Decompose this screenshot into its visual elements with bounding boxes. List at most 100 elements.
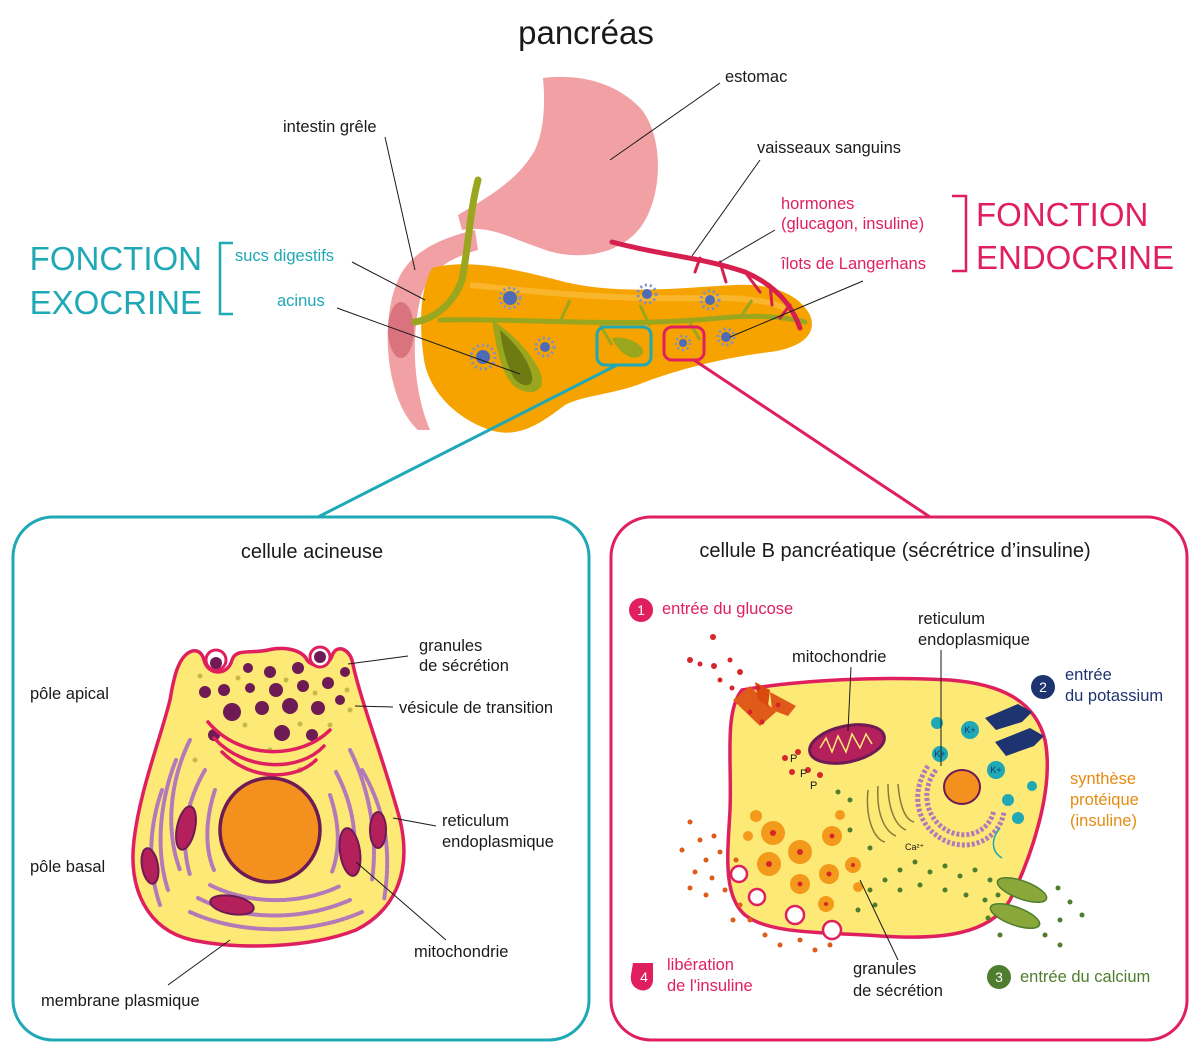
- endocrine-heading-line1: FONCTION: [976, 196, 1148, 233]
- label-beta-granules-2: de sécrétion: [853, 982, 943, 1000]
- label-beta-reticulum-1: reticulum: [918, 610, 985, 628]
- acinar-nucleus: [218, 776, 322, 884]
- p-label-2: P: [800, 768, 807, 780]
- exocrine-heading-line2: EXOCRINE: [30, 284, 202, 321]
- label-sucs: sucs digestifs: [235, 247, 334, 265]
- pancreas-shape: [421, 264, 812, 433]
- label-intestin: intestin grêle: [283, 118, 377, 136]
- potassium-labels: K+ K+ K+: [934, 725, 1001, 775]
- label-reticulum-2: endoplasmique: [442, 833, 554, 851]
- intestine-shade: [388, 302, 414, 358]
- label-beta-granules-1: granules: [853, 960, 916, 978]
- glucose-particles: [687, 634, 823, 778]
- step-2-number: 2: [1039, 679, 1047, 695]
- secretion-granules: [199, 662, 350, 741]
- step-4-text-2: de l'insuline: [667, 977, 753, 995]
- endocrine-zoom-line: [693, 358, 931, 519]
- calcium-channel: [989, 876, 1048, 930]
- label-granules-1: granules: [419, 637, 482, 655]
- acinar-title: cellule acineuse: [241, 541, 383, 563]
- label-hormones-2: (glucagon, insuline): [781, 215, 924, 233]
- label-vaisseaux: vaisseaux sanguins: [757, 139, 901, 157]
- step-2-badge: [1031, 675, 1055, 699]
- beta-reticulum: [915, 764, 1007, 848]
- acinar-leader-lines: [167, 655, 447, 986]
- endocrine-function-heading: FONCTION ENDOCRINE: [976, 196, 1174, 276]
- step-2-text-2: du potassium: [1065, 687, 1163, 705]
- label-synthese-1: synthèse: [1070, 770, 1136, 788]
- protein-synthesis-arrow: [992, 827, 1003, 859]
- label-acinus: acinus: [277, 292, 325, 310]
- stomach-shape: [458, 76, 658, 256]
- step-3-text: entrée du calcium: [1020, 968, 1150, 986]
- label-beta-mitochondrie: mitochondrie: [792, 648, 886, 666]
- p-label-1: P: [790, 753, 797, 765]
- duct-branch: [558, 299, 754, 346]
- endocrine-zoom-box: [662, 325, 706, 362]
- organ-labels: estomac intestin grêle vaisseaux sanguin…: [235, 68, 926, 310]
- step-4-text-1: libération: [667, 956, 734, 974]
- k-label-1: K+: [964, 725, 975, 735]
- beta-labels: mitochondrie reticulum endoplasmique syn…: [792, 610, 1139, 1000]
- label-pole-apical: pôle apical: [30, 685, 109, 703]
- potassium-channel: [985, 704, 1044, 756]
- beta-cell-membrane: [726, 676, 1050, 939]
- label-membrane: membrane plasmique: [41, 992, 200, 1010]
- label-vesicule: vésicule de transition: [399, 699, 553, 717]
- label-reticulum-1: reticulum: [442, 812, 509, 830]
- blood-vessel-branches: [693, 256, 792, 320]
- p-label-3: P: [810, 780, 817, 792]
- zoom-acinus-shape: [612, 337, 643, 358]
- acinar-labels: granules de sécrétion vésicule de transi…: [30, 637, 554, 1010]
- phosphate-labels: P P P: [790, 753, 817, 792]
- organ-leader-lines: [336, 82, 864, 375]
- step-4-badge: [630, 963, 653, 991]
- endocrine-heading-line2: ENDOCRINE: [976, 239, 1174, 276]
- step-3-badge: [987, 965, 1011, 989]
- calcium-ions: [835, 789, 1085, 948]
- step-2-text-1: entrée: [1065, 666, 1112, 684]
- beta-leader-lines: [847, 650, 942, 961]
- ca-label: Ca²⁺: [905, 842, 925, 852]
- label-synthese-2: protéique: [1070, 791, 1139, 809]
- label-beta-reticulum-2: endoplasmique: [918, 631, 1030, 649]
- released-insulin: [679, 819, 833, 953]
- exocrine-function-heading: FONCTION EXOCRINE: [30, 240, 202, 321]
- pancreas-highlight: [469, 282, 798, 318]
- exocrine-bracket: [218, 241, 233, 316]
- k-label-2: K+: [934, 749, 945, 759]
- step-1-number: 1: [637, 602, 645, 618]
- label-hormones-1: hormones: [781, 195, 854, 213]
- acinus-clusters: [469, 283, 736, 371]
- label-estomac: estomac: [725, 68, 787, 86]
- exocrine-zoom-line: [317, 363, 618, 519]
- exocrine-zoom-box: [595, 325, 653, 367]
- potassium-ions: [931, 717, 1037, 824]
- insulin-granule-cores: [766, 830, 855, 906]
- intestine-shape: [387, 230, 478, 430]
- pancreatic-duct: [411, 176, 482, 326]
- step-4-number: 4: [640, 969, 648, 985]
- beta-title: cellule B pancréatique (sécrétrice d’ins…: [699, 540, 1090, 562]
- step-1-badge: [629, 598, 653, 622]
- label-synthese-3: (insuline): [1070, 812, 1137, 830]
- exocrine-heading-line1: FONCTION: [30, 240, 202, 277]
- label-mitochondrie: mitochondrie: [414, 943, 508, 961]
- beta-nucleus: [943, 769, 981, 805]
- golgi-arcs: [206, 720, 332, 777]
- label-ilots: îlots de Langerhans: [780, 255, 926, 273]
- apical-granule-1: [210, 657, 222, 669]
- exocytosis-pockets: [729, 864, 843, 941]
- page-title: pancréas: [518, 14, 654, 51]
- step-3-number: 3: [995, 969, 1003, 985]
- beta-mitochondrion-cristae: [819, 732, 873, 755]
- apical-granule-2: [314, 651, 326, 663]
- label-pole-basal: pôle basal: [30, 858, 105, 876]
- acinar-mitochondria: [140, 805, 387, 916]
- k-label-3: K+: [990, 765, 1001, 775]
- acinus-lobe-large-inner: [500, 330, 533, 386]
- step-1-text: entrée du glucose: [662, 600, 793, 618]
- beta-golgi: [866, 783, 915, 843]
- label-granules-2: de sécrétion: [419, 657, 509, 675]
